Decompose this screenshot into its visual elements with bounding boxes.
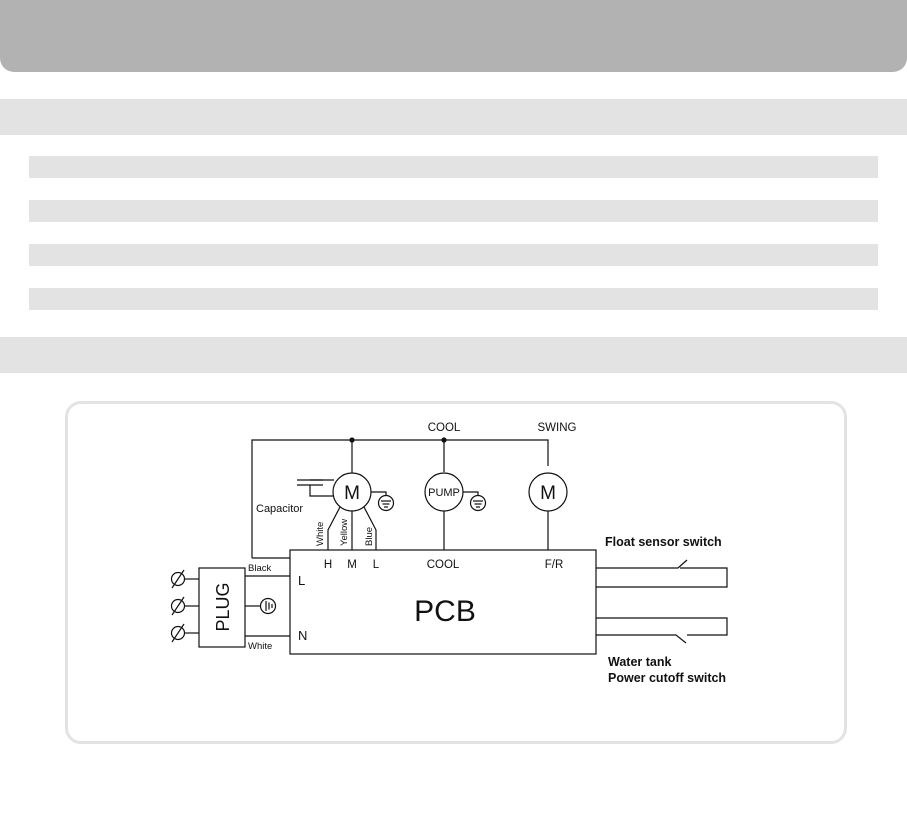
water-tank-label: Water tank bbox=[608, 655, 671, 669]
ground-icon-fan bbox=[377, 494, 395, 512]
ground-icon-pump bbox=[469, 494, 487, 512]
float-sensor-switch-icon bbox=[596, 559, 728, 588]
fan-motor-label: M bbox=[344, 483, 360, 504]
tap-m: M bbox=[347, 559, 357, 571]
terminal-l: L bbox=[298, 573, 305, 588]
section-band-2 bbox=[0, 337, 907, 373]
ground-icon-plug bbox=[259, 597, 277, 615]
placeholder-row-3 bbox=[29, 244, 878, 266]
pump-ground-wire bbox=[463, 491, 479, 496]
white-wire-label: White bbox=[248, 641, 272, 652]
fan-wire-label-white: White bbox=[315, 522, 326, 546]
pump-icon: PUMP bbox=[424, 472, 464, 512]
terminal-n: N bbox=[298, 628, 307, 643]
wiring-diagram-frame bbox=[65, 401, 847, 744]
plug-pin-icon-2 bbox=[170, 596, 199, 616]
fan-motor-icon: M bbox=[332, 472, 372, 512]
capacitor-label: Capacitor bbox=[256, 503, 303, 515]
plug-box bbox=[198, 567, 246, 648]
fan-wire-label-blue: Blue bbox=[364, 527, 375, 546]
swing-top-label: SWING bbox=[538, 422, 577, 434]
plug-pin-icon-1 bbox=[170, 569, 199, 589]
placeholder-row-4 bbox=[29, 288, 878, 310]
section-band-1 bbox=[0, 99, 907, 135]
swing-motor-icon: M bbox=[528, 472, 568, 512]
fr-terminal-label: F/R bbox=[545, 559, 564, 571]
float-sensor-switch-label: Float sensor switch bbox=[605, 535, 722, 549]
pump-label: PUMP bbox=[428, 487, 460, 499]
fan-ground-wire bbox=[371, 491, 387, 496]
swing-motor-label: M bbox=[540, 483, 556, 504]
tap-l: L bbox=[373, 559, 380, 571]
plug-label: PLUG bbox=[213, 582, 233, 631]
fan-wire-white bbox=[327, 506, 341, 550]
pcb-label: PCB bbox=[414, 595, 476, 628]
power-cutoff-switch-label: Power cutoff switch bbox=[608, 671, 726, 685]
capacitor-icon bbox=[297, 479, 334, 497]
placeholder-row-2 bbox=[29, 200, 878, 222]
placeholder-row-1 bbox=[29, 156, 878, 178]
cool-terminal-label: COOL bbox=[427, 559, 460, 571]
cool-top-label: COOL bbox=[428, 422, 461, 434]
water-tank-switch-icon bbox=[596, 617, 728, 644]
fan-wire-label-yellow: Yellow bbox=[339, 519, 350, 546]
top-bus-wire bbox=[251, 439, 549, 558]
black-wire-label: Black bbox=[248, 563, 271, 574]
pcb-box bbox=[289, 549, 597, 655]
tap-h: H bbox=[324, 559, 332, 571]
header-bar bbox=[0, 0, 907, 72]
plug-pin-icon-3 bbox=[170, 623, 199, 643]
fan-wire-blue bbox=[363, 506, 377, 550]
